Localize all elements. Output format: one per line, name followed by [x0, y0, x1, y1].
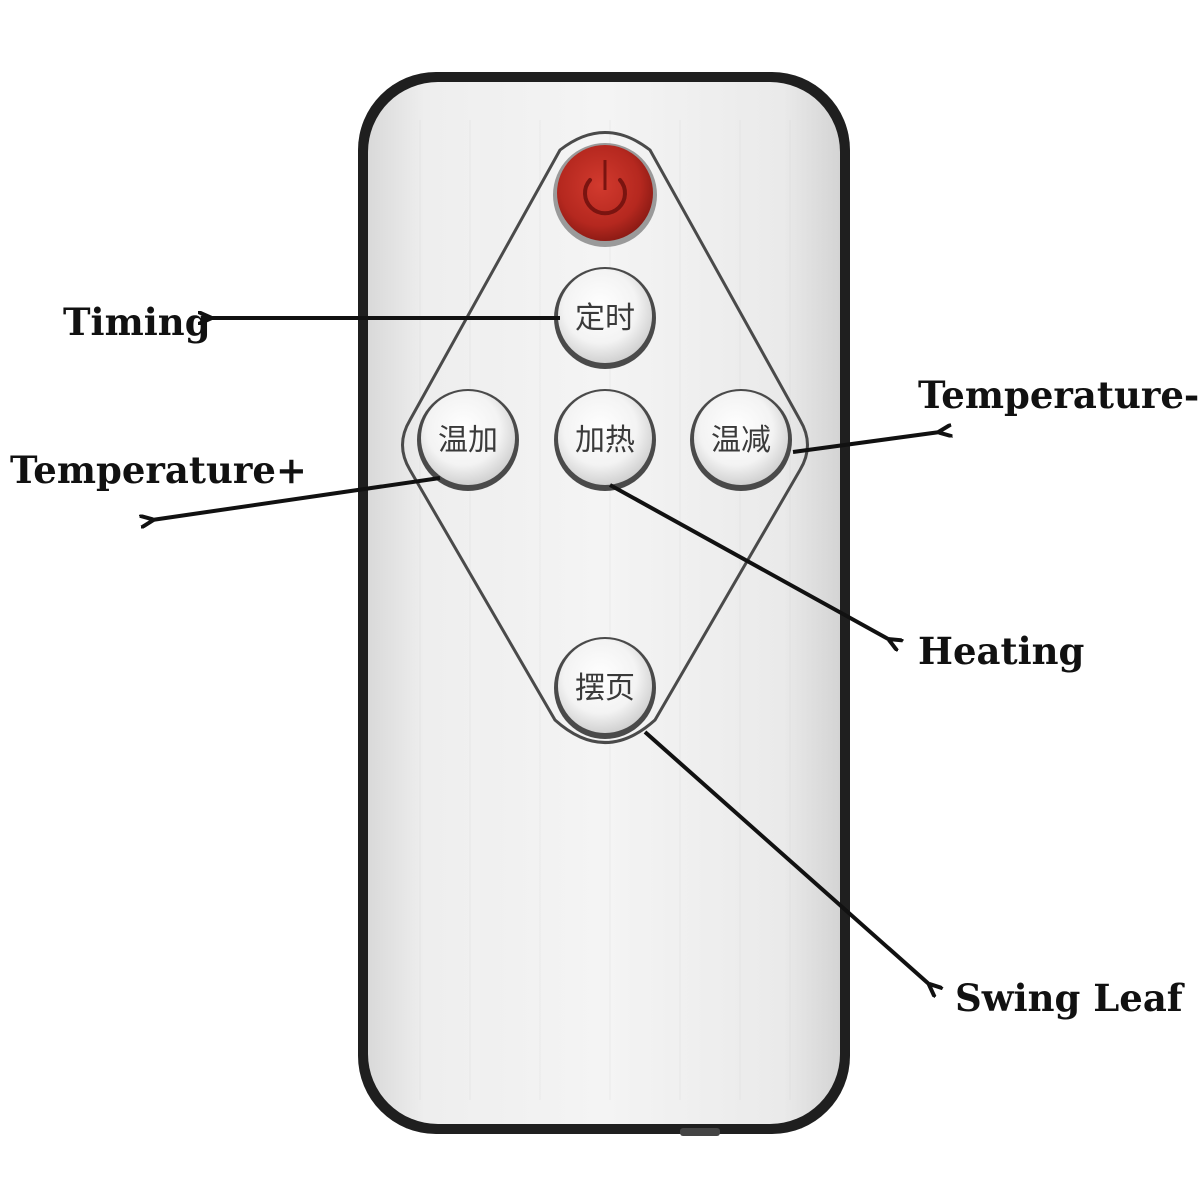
power-icon — [583, 160, 627, 216]
temp-minus-callout-label: Temperature- — [918, 373, 1199, 417]
swing-leaf-button-label: 摆页 — [575, 671, 635, 706]
temp-minus-button[interactable]: 温减 — [690, 389, 792, 491]
timing-button[interactable]: 定时 — [554, 267, 656, 369]
remote-body — [358, 72, 850, 1136]
heating-button-label: 加热 — [575, 423, 635, 458]
button-panel-outline — [401, 131, 809, 744]
heating-callout-label: Heating — [918, 629, 1084, 673]
swing-leaf-callout-arrow — [643, 730, 930, 985]
temp-minus-callout-arrow — [792, 432, 940, 454]
heating-button[interactable]: 加热 — [554, 389, 656, 491]
temp-plus-button-label: 温加 — [438, 423, 498, 458]
timing-callout-label: Timing — [63, 300, 211, 344]
temp-plus-callout-label: Temperature+ — [10, 448, 307, 492]
heating-callout-arrow — [609, 483, 890, 640]
timing-button-label: 定时 — [575, 301, 635, 336]
temp-plus-button[interactable]: 温加 — [417, 389, 519, 491]
power-button[interactable] — [553, 143, 657, 247]
swing-leaf-callout-label: Swing Leaf — [955, 976, 1185, 1020]
swing-leaf-button[interactable]: 摆页 — [554, 637, 656, 739]
temp-plus-callout-arrow — [152, 476, 441, 520]
temp-minus-button-label: 温减 — [711, 423, 771, 458]
